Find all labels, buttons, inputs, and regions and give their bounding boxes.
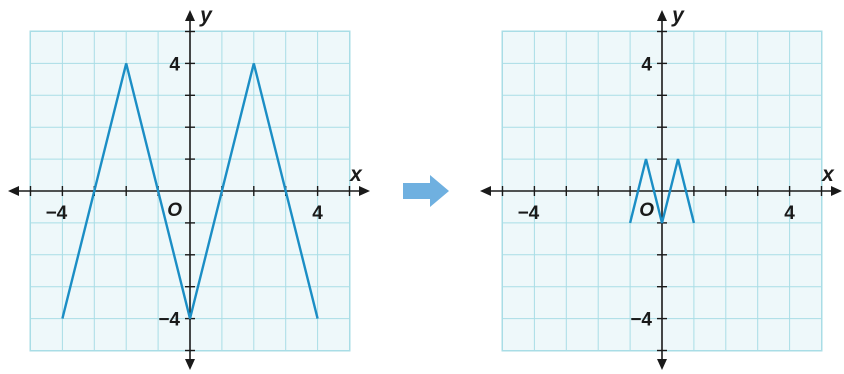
x-axis-label: x bbox=[349, 163, 363, 186]
x-axis-label: x bbox=[821, 163, 835, 186]
right-arrow-icon bbox=[403, 175, 449, 207]
y-tick-label: −4 bbox=[630, 310, 652, 331]
y-axis-arrow-down-icon bbox=[185, 359, 195, 370]
graph-right: −4 4 4 −4 Ox y bbox=[480, 4, 842, 370]
function-curve bbox=[61, 63, 319, 319]
y-axis-arrow-up-icon bbox=[185, 10, 195, 21]
origin-label: O bbox=[167, 200, 182, 221]
graph-left: −4 4 4 −4 Ox y bbox=[8, 4, 370, 370]
y-tick-label: −4 bbox=[158, 310, 180, 331]
y-axis-arrow-down-icon bbox=[657, 359, 667, 370]
x-axis-arrow-right-icon bbox=[359, 186, 370, 196]
y-axis-arrow-up-icon bbox=[657, 10, 667, 21]
x-tick-label: −4 bbox=[46, 203, 68, 224]
x-tick-label: −4 bbox=[518, 203, 540, 224]
x-tick-label: 4 bbox=[784, 203, 795, 224]
y-tick-label: 4 bbox=[641, 54, 652, 75]
y-axis-label: y bbox=[199, 4, 213, 27]
y-tick-label: 4 bbox=[169, 54, 180, 75]
x-axis-arrow-left-icon bbox=[480, 186, 491, 196]
x-axis-arrow-right-icon bbox=[831, 186, 842, 196]
y-axis-label: y bbox=[671, 4, 685, 27]
origin-label: O bbox=[639, 200, 654, 221]
x-tick-label: 4 bbox=[312, 203, 323, 224]
x-axis-arrow-left-icon bbox=[8, 186, 19, 196]
function-curve bbox=[628, 158, 696, 224]
